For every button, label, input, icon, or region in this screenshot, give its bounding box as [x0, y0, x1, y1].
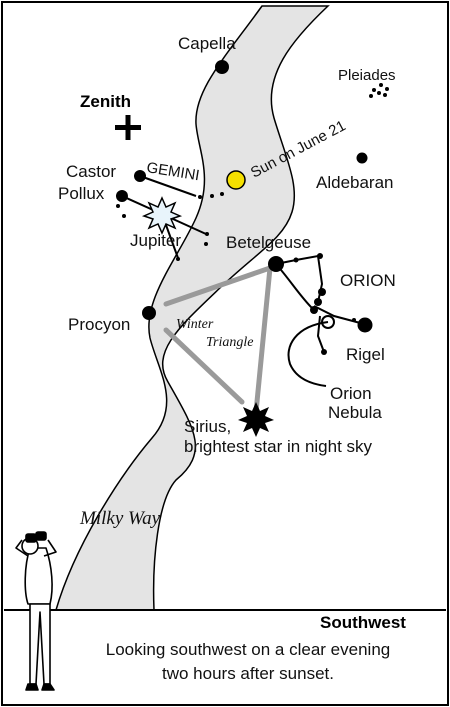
triangle-side-procyon-sirius — [163, 327, 245, 405]
star-procyon — [142, 306, 156, 320]
pleiades-star — [379, 83, 383, 87]
label-capella: Capella — [178, 34, 236, 53]
observer-arm — [43, 539, 57, 557]
gemini-star-dot — [198, 195, 202, 199]
sun-icon — [226, 170, 246, 190]
label-orion-nebula-line1: Orion — [330, 384, 372, 403]
label-castor: Castor — [66, 162, 116, 181]
star-capella — [215, 60, 229, 74]
observer-shoe — [41, 683, 55, 691]
orion-belt-star — [318, 288, 326, 296]
label-southwest: Southwest — [320, 613, 406, 632]
pleiades-cluster — [369, 83, 389, 98]
gemini-line-castor — [139, 175, 197, 197]
triangle-side-betelgeuse-sirius — [253, 265, 273, 415]
star-castor — [134, 170, 146, 182]
star-betelgeuse — [268, 256, 284, 272]
sirius-icon — [238, 402, 274, 437]
orion-star-dot — [293, 257, 299, 263]
orion-dots — [293, 253, 356, 355]
label-jupiter: Jupiter — [130, 231, 181, 250]
winter-triangle — [163, 265, 273, 415]
jupiter-icon — [141, 196, 183, 235]
star-aldebaran — [356, 152, 368, 164]
orion-belt-star — [310, 306, 318, 314]
orion-star-dot — [317, 253, 323, 259]
gemini-star-dot — [204, 242, 208, 246]
label-sirius-line1: Sirius, — [184, 417, 231, 436]
label-procyon: Procyon — [68, 315, 130, 334]
caption-line2: two hours after sunset. — [162, 664, 334, 683]
observer-figure — [15, 531, 57, 691]
triangle-side-procyon-betelgeuse — [163, 265, 273, 307]
orion-star-dot — [352, 318, 356, 322]
binoculars-icon — [25, 533, 37, 543]
zenith-cross-icon — [115, 115, 141, 140]
gemini-star-dot — [220, 192, 224, 196]
orion-belt-star — [314, 298, 322, 306]
observer-arm — [15, 539, 29, 557]
binoculars-icon — [35, 531, 47, 541]
star-pollux — [116, 190, 128, 202]
label-sirius-line2: brightest star in night sky — [184, 437, 373, 456]
gemini-star-dot — [122, 214, 126, 218]
label-pleiades: Pleiades — [338, 67, 396, 84]
orion-star-dot — [321, 349, 327, 355]
label-orion: ORION — [340, 271, 396, 290]
orion-nebula-leader — [287, 321, 329, 387]
stars — [116, 60, 373, 333]
label-aldebaran: Aldebaran — [316, 173, 394, 192]
label-winter: Winter — [176, 317, 214, 332]
gemini-star-dot — [176, 257, 180, 261]
label-pollux: Pollux — [58, 184, 105, 203]
label-triangle: Triangle — [206, 335, 253, 350]
gemini-star-dot — [210, 194, 214, 198]
observer-torso — [24, 547, 53, 605]
gemini-star-dot — [205, 232, 209, 236]
gemini-dots — [116, 192, 224, 261]
pleiades-star — [369, 94, 373, 98]
pleiades-star — [377, 91, 381, 95]
pleiades-star — [385, 87, 389, 91]
caption-line1: Looking southwest on a clear evening — [106, 640, 390, 659]
label-milky-way: Milky Way — [79, 508, 161, 529]
star-rigel — [357, 317, 373, 333]
label-zenith: Zenith — [80, 92, 131, 111]
pleiades-star — [383, 93, 387, 97]
label-orion-nebula-line2: Nebula — [328, 403, 382, 422]
pleiades-star — [372, 88, 376, 92]
label-betelgeuse: Betelgeuse — [226, 233, 311, 252]
gemini-star-dot — [116, 204, 120, 208]
label-rigel: Rigel — [346, 345, 385, 364]
observer-shoe — [25, 683, 39, 691]
milky-way-band — [55, 5, 330, 611]
